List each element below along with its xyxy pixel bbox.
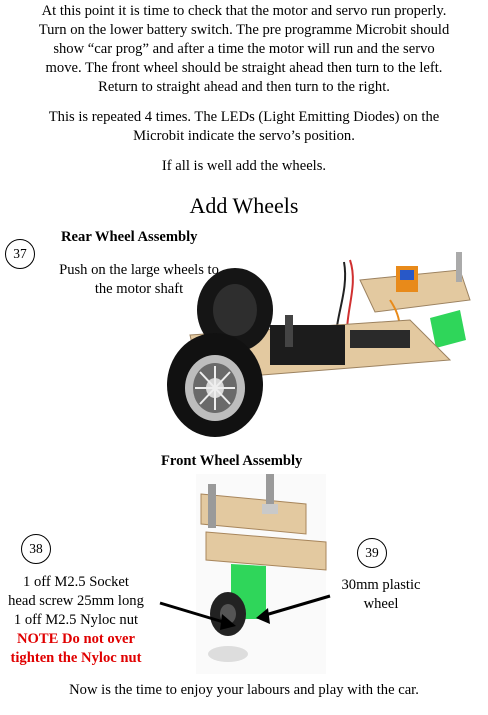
right-spec-1: 30mm plastic bbox=[341, 577, 421, 593]
intro-line-1: At this point it is time to check that t… bbox=[41, 3, 447, 19]
step-number-38: 38 bbox=[21, 534, 51, 564]
step-number-39: 39 bbox=[357, 538, 387, 568]
intro-line-2: Turn on the lower battery switch. The pr… bbox=[38, 22, 450, 38]
left-spec-1: 1 off M2.5 Socket bbox=[23, 574, 129, 590]
check-text: If all is well add the wheels. bbox=[161, 158, 327, 174]
front-wheel-photo bbox=[196, 474, 327, 674]
left-spec-3: 1 off M2.5 Nyloc nut bbox=[13, 612, 139, 628]
rear-instruction-1: Push on the large wheels to bbox=[59, 262, 219, 278]
intro-line-4: move. The front wheel should be straight… bbox=[45, 60, 443, 76]
rear-instruction-2: the motor shaft bbox=[94, 281, 184, 297]
repeat-line-2: Microbit indicate the servo’s position. bbox=[133, 128, 355, 144]
footer-text: Now is the time to enjoy your labours an… bbox=[69, 682, 419, 698]
intro-line-5: Return to straight ahead and then turn t… bbox=[98, 79, 390, 95]
warning-line-2: tighten the Nyloc nut bbox=[10, 650, 142, 666]
front-assembly-title: Front Wheel Assembly bbox=[161, 453, 303, 469]
car-rear-wheels-photo bbox=[167, 252, 471, 437]
intro-line-3: show “car prog” and after a time the mot… bbox=[53, 41, 435, 57]
repeat-line-1: This is repeated 4 times. The LEDs (Ligh… bbox=[48, 109, 440, 125]
warning-line-1: NOTE Do not over bbox=[17, 631, 135, 647]
left-spec-2: head screw 25mm long bbox=[8, 593, 144, 609]
right-spec-2: wheel bbox=[363, 596, 399, 612]
step-number-37: 37 bbox=[5, 239, 35, 269]
section-title: Add Wheels bbox=[189, 193, 299, 218]
rear-assembly-title: Rear Wheel Assembly bbox=[61, 229, 198, 245]
